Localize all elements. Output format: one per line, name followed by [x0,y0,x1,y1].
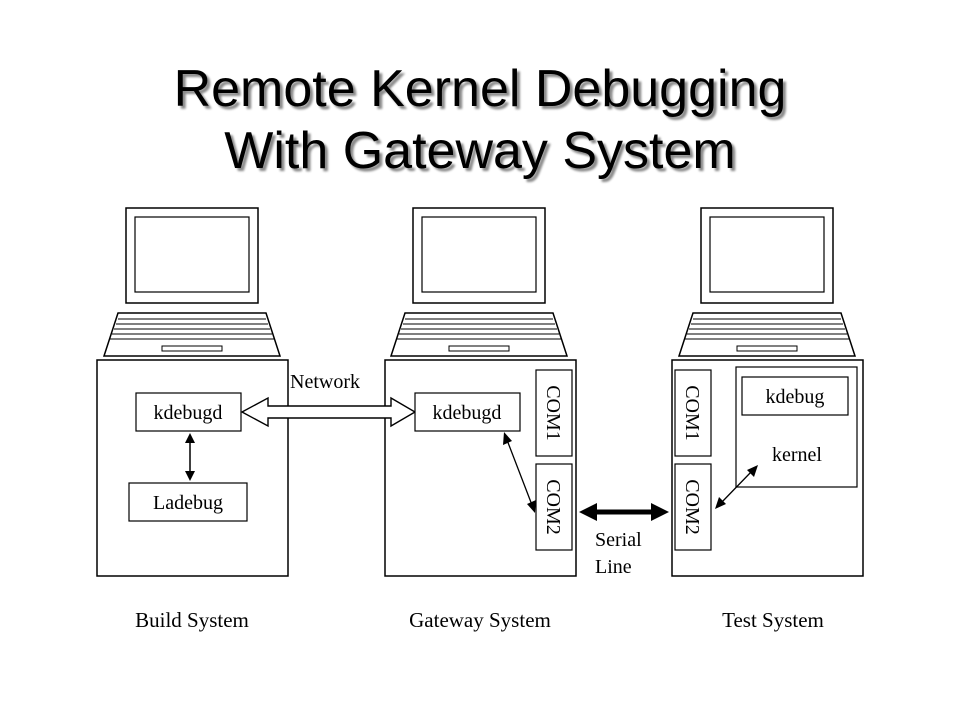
serial-arrowhead-left [579,503,597,521]
title-line-1: Remote Kernel Debugging [173,60,787,118]
gateway-system-caption: Gateway System [409,608,551,632]
gateway-kdebugd-box [414,392,521,432]
page-title: Remote Kernel Debugging With Gateway Sys… [0,58,960,182]
serial-label-line2: Line [595,556,632,578]
test-kdebug-label: kdebug [766,386,825,408]
test-kernel-label: kernel [772,444,822,466]
gateway-laptop-icon [390,207,568,357]
test-com2-box [674,463,712,551]
build-kdebugd-label: kdebugd [154,402,223,424]
test-link-arrowhead-up [747,465,758,477]
gateway-com1-label: COM1 [542,385,564,441]
test-system-caption: Test System [722,608,824,632]
build-laptop-icon [103,207,281,357]
title-line-2: With Gateway System [224,122,736,180]
build-system-caption: Build System [135,608,249,632]
gateway-com1-box [535,369,573,457]
gateway-com2-label: COM2 [542,479,564,535]
build-ladebug-box [128,482,248,522]
test-internal-link [720,470,753,504]
gateway-internal-link [506,439,533,506]
gateway-link-arrowhead-up [503,432,512,445]
serial-label-line1: Serial [595,529,642,551]
gateway-kdebugd-label: kdebugd [433,402,502,424]
build-link-arrowhead-down [185,471,195,481]
test-kdebug-box [741,376,849,416]
build-ladebug-label: Ladebug [153,492,223,514]
test-com1-box [674,369,712,457]
build-system-box [96,359,289,577]
test-laptop-icon [678,207,856,357]
test-com1-label: COM1 [681,385,703,441]
test-link-arrowhead-down [715,497,726,509]
test-com2-label: COM2 [681,479,703,535]
gateway-com2-box [535,463,573,551]
build-link-arrowhead-up [185,433,195,443]
gateway-link-arrowhead-down [527,500,536,513]
serial-arrowhead-right [651,503,669,521]
network-label: Network [290,371,360,393]
